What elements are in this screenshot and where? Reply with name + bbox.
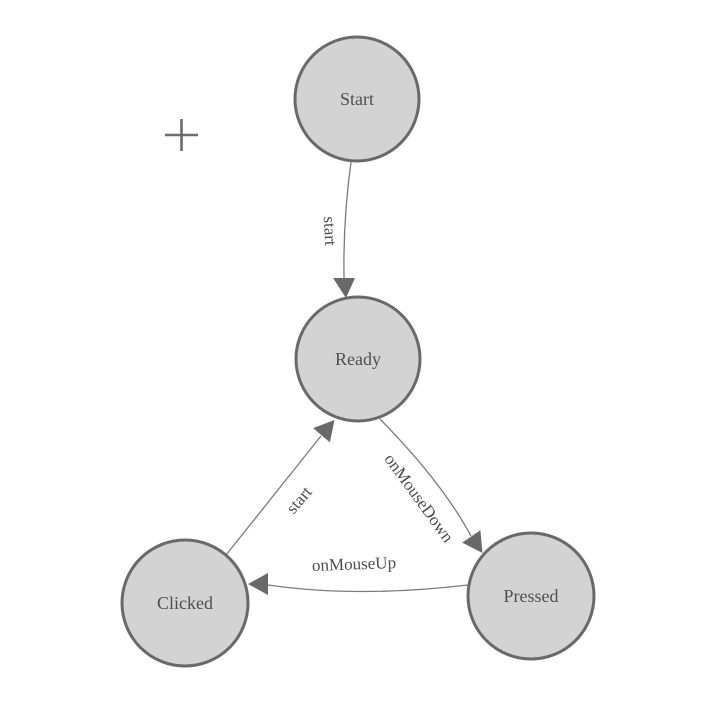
crosshair-cursor-icon [165, 119, 198, 151]
edge-start-to-ready-line[interactable] [343, 161, 352, 279]
edge-label-start-ready: start [320, 216, 341, 246]
node-ready-circle[interactable] [294, 295, 422, 423]
node-clicked[interactable]: Clicked [120, 538, 250, 668]
node-pressed-circle[interactable] [466, 531, 596, 661]
edge-clicked-to-ready[interactable]: start [225, 420, 335, 556]
arrowhead-icon [248, 573, 268, 595]
node-start[interactable]: Start [293, 35, 421, 163]
node-clicked-circle[interactable] [120, 538, 250, 668]
node-start-label: Start [340, 89, 374, 109]
node-clicked-label: Clicked [157, 593, 213, 613]
arrowhead-icon [333, 278, 355, 298]
node-ready[interactable]: Ready [294, 295, 422, 423]
node-ready-label: Ready [335, 349, 381, 369]
node-pressed-label: Pressed [504, 586, 559, 606]
node-pressed[interactable]: Pressed [466, 531, 596, 661]
edge-pressed-to-clicked-line[interactable] [267, 584, 469, 593]
edge-label-ready-pressed: onMouseDown [381, 450, 458, 546]
edge-start-to-ready[interactable]: start [320, 161, 355, 298]
edge-label-clicked-ready: start [282, 482, 316, 517]
edge-ready-to-pressed[interactable]: onMouseDown [379, 418, 483, 553]
node-start-circle[interactable] [293, 35, 421, 163]
edge-ready-to-pressed-line[interactable] [379, 418, 472, 537]
edge-pressed-to-clicked[interactable]: onMouseUp [248, 553, 469, 595]
edge-label-pressed-clicked: onMouseUp [312, 553, 397, 575]
arrowhead-icon [462, 530, 483, 553]
edge-clicked-to-ready-line[interactable] [225, 435, 322, 556]
arrowhead-icon [313, 420, 335, 443]
